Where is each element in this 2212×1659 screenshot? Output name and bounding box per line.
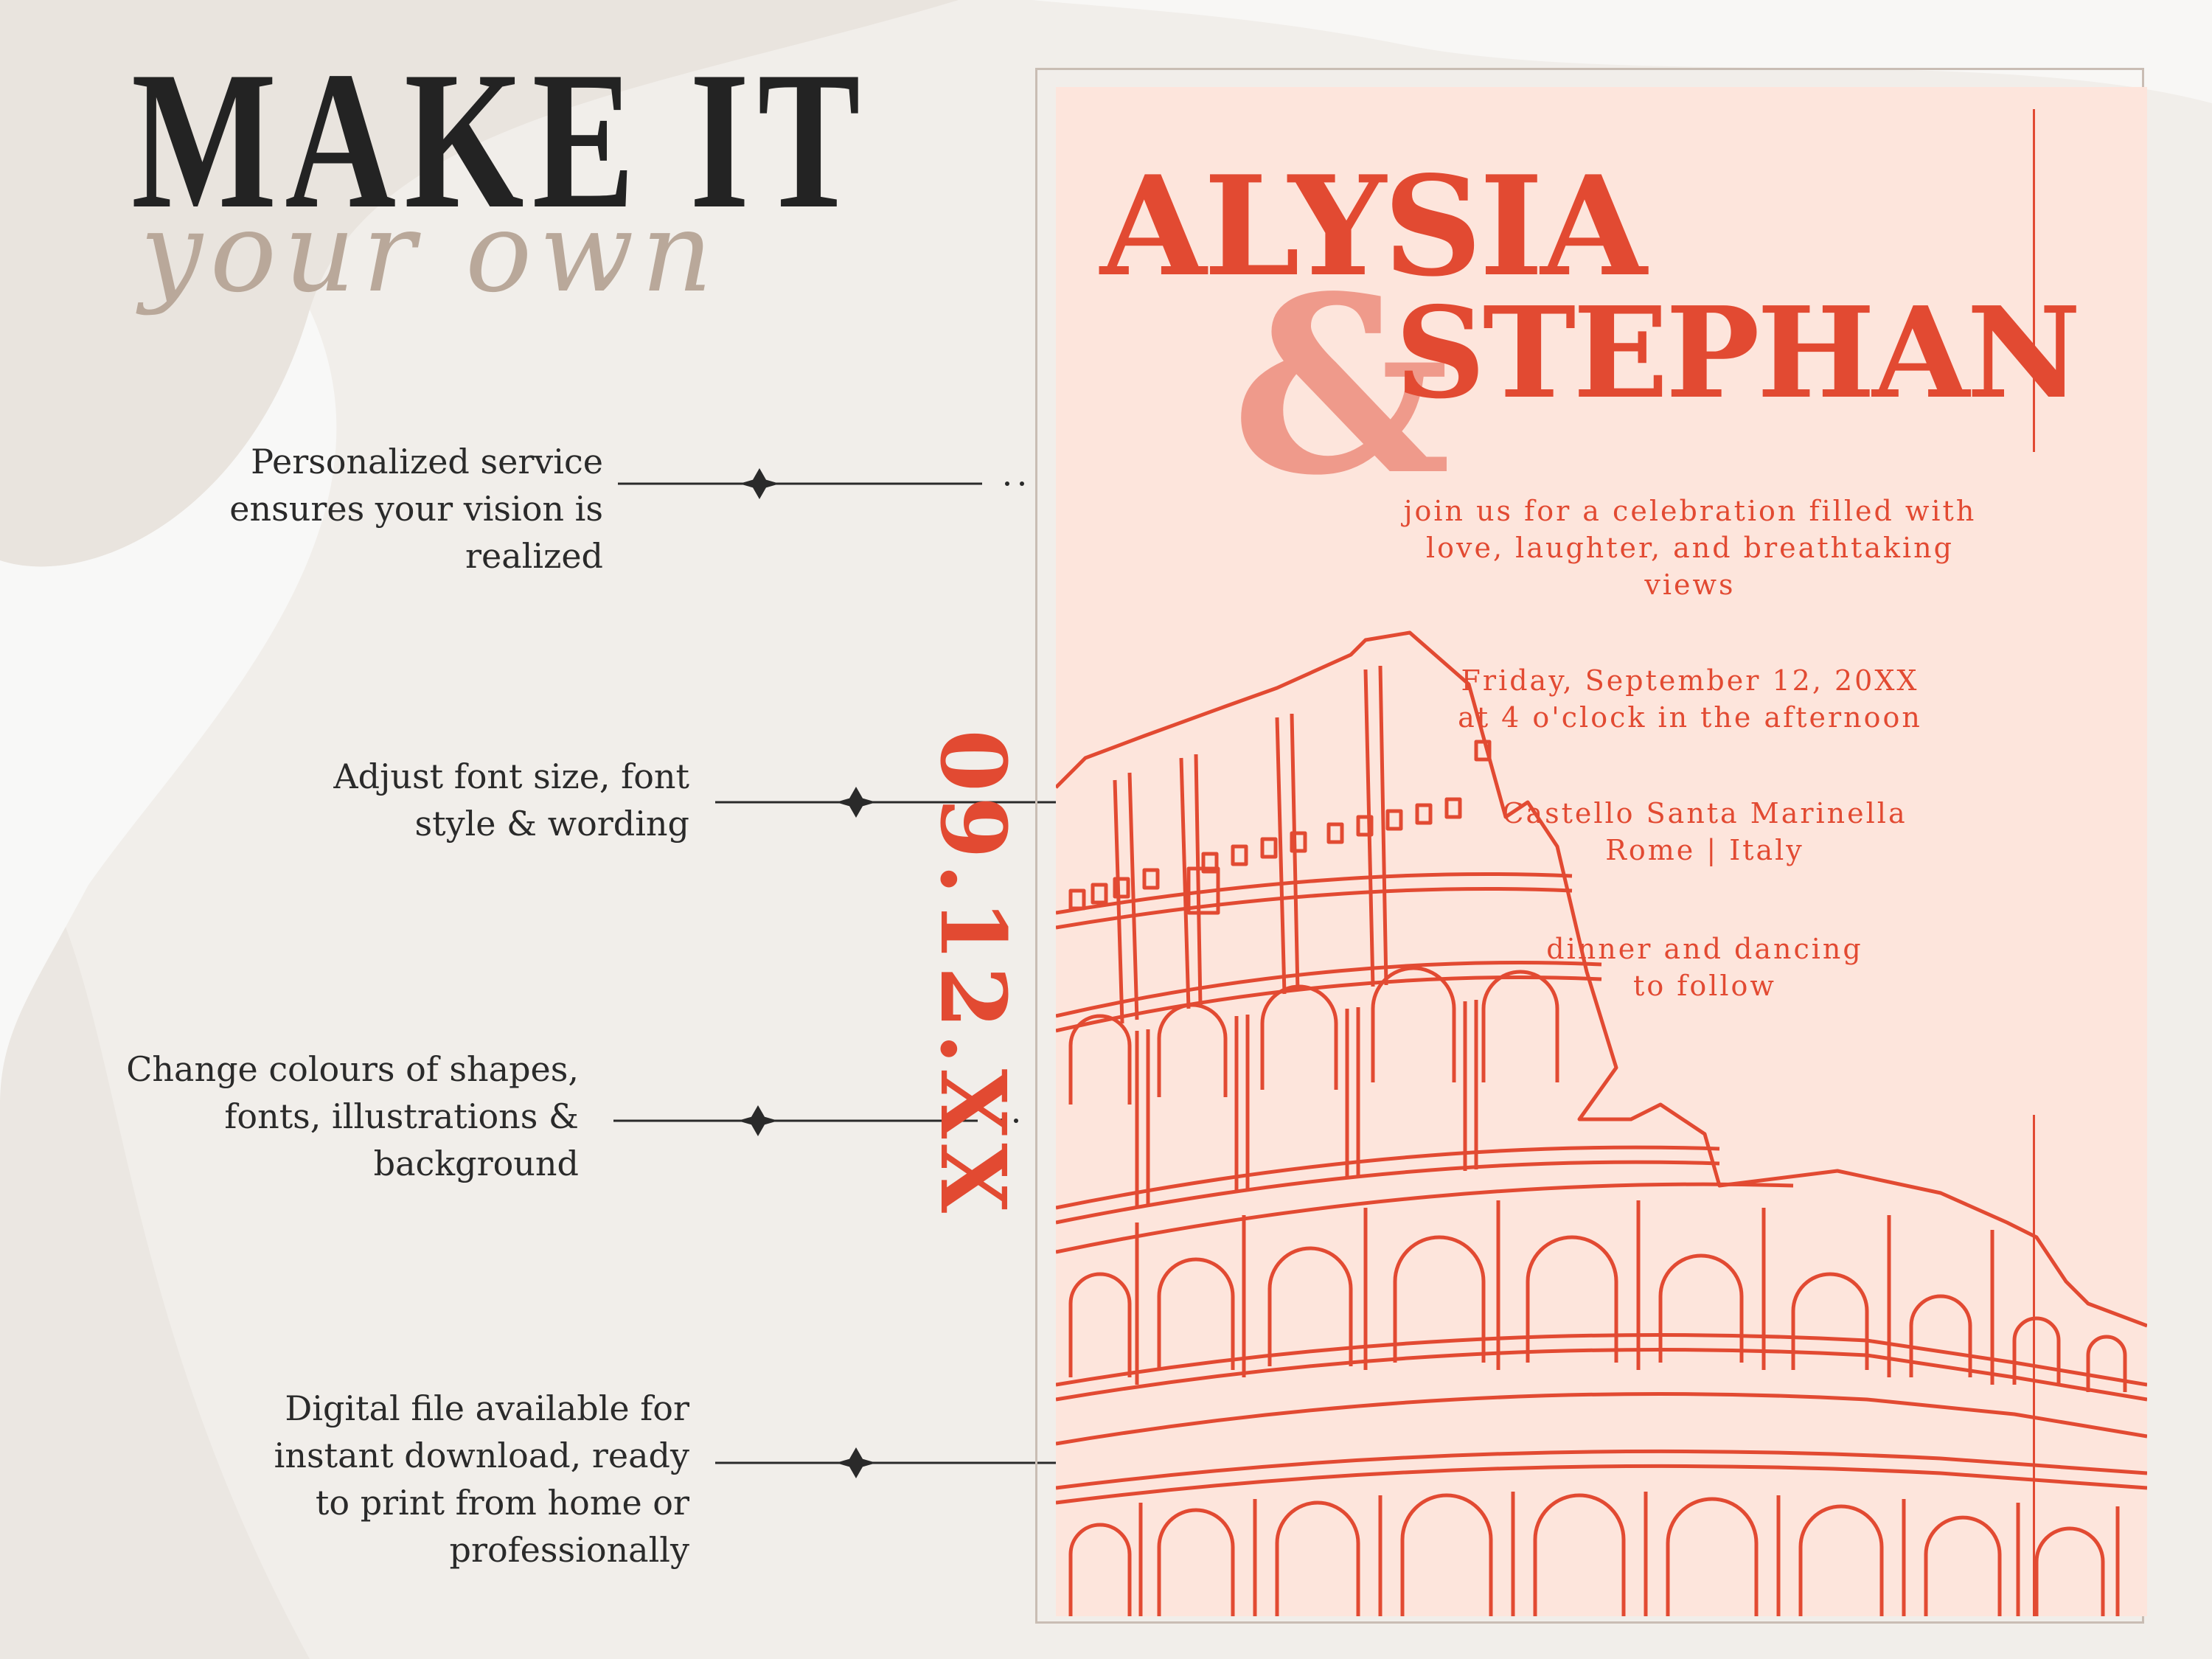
feature-digital-file: Digital file available for instant downl…: [274, 1388, 689, 1570]
invitation-venue: Castello Santa Marinella Rome | Italy: [1502, 797, 1907, 866]
headline-script: your own: [140, 189, 720, 317]
vertical-rule-bottom: [2033, 1115, 2035, 1616]
invitation-card: & ALYSIA STEPHAN join us for a celebrati…: [1056, 87, 2147, 1616]
vertical-rule-top: [2033, 109, 2035, 452]
headline-title: MAKE IT: [131, 30, 869, 249]
name-stephan: STEPHAN: [1395, 279, 2081, 427]
diamond-icon: [737, 1105, 779, 1137]
invitation-intro: join us for a celebration filled with lo…: [1403, 495, 1977, 601]
diamond-icon: [739, 467, 780, 500]
vertical-date: 09.12.XX: [920, 729, 1026, 1217]
name-alysia: ALYSIA: [1100, 145, 1647, 307]
diamond-icon: [835, 786, 877, 818]
invitation-after: dinner and dancing to follow: [1546, 933, 1863, 1002]
colosseum-illustration: [1056, 630, 2147, 1616]
invitation-datetime: Friday, September 12, 20XX at 4 o'clock …: [1458, 664, 1922, 734]
ampersand: &: [1231, 243, 1451, 529]
feature-personalized-service: Personalized service ensures your vision…: [229, 442, 603, 576]
feature-change-colours: Change colours of shapes, fonts, illustr…: [126, 1049, 579, 1183]
diamond-icon: [835, 1447, 877, 1479]
feature-adjust-font: Adjust font size, font style & wording: [333, 757, 689, 844]
